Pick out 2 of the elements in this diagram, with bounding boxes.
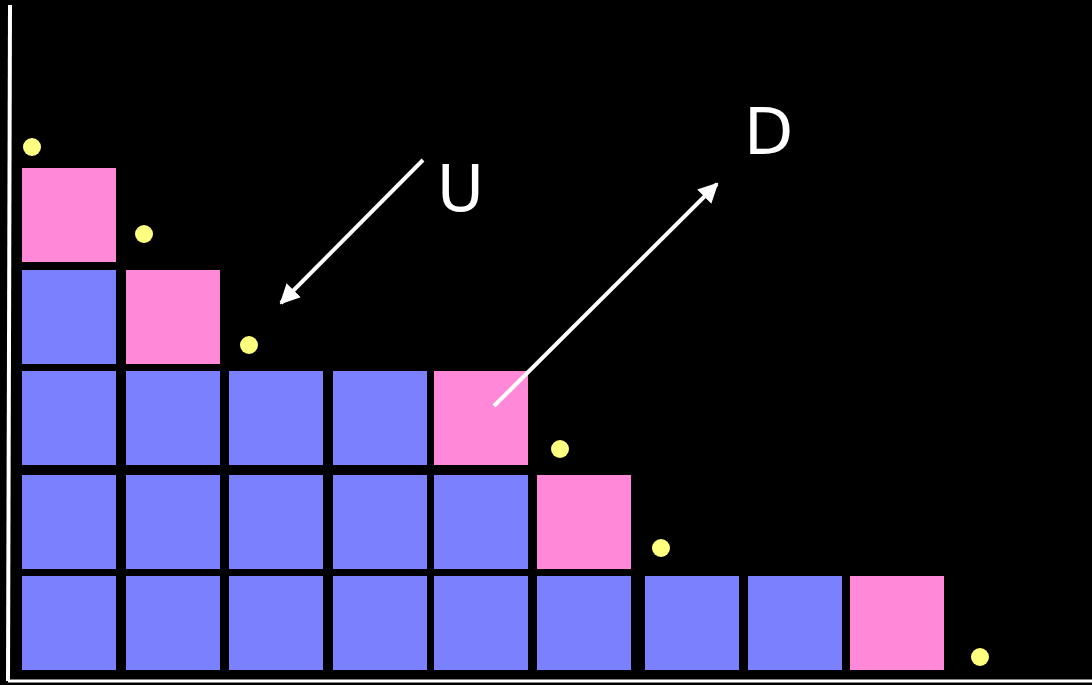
arrow-label: D [744, 100, 794, 164]
arrow-label: U [437, 157, 484, 221]
